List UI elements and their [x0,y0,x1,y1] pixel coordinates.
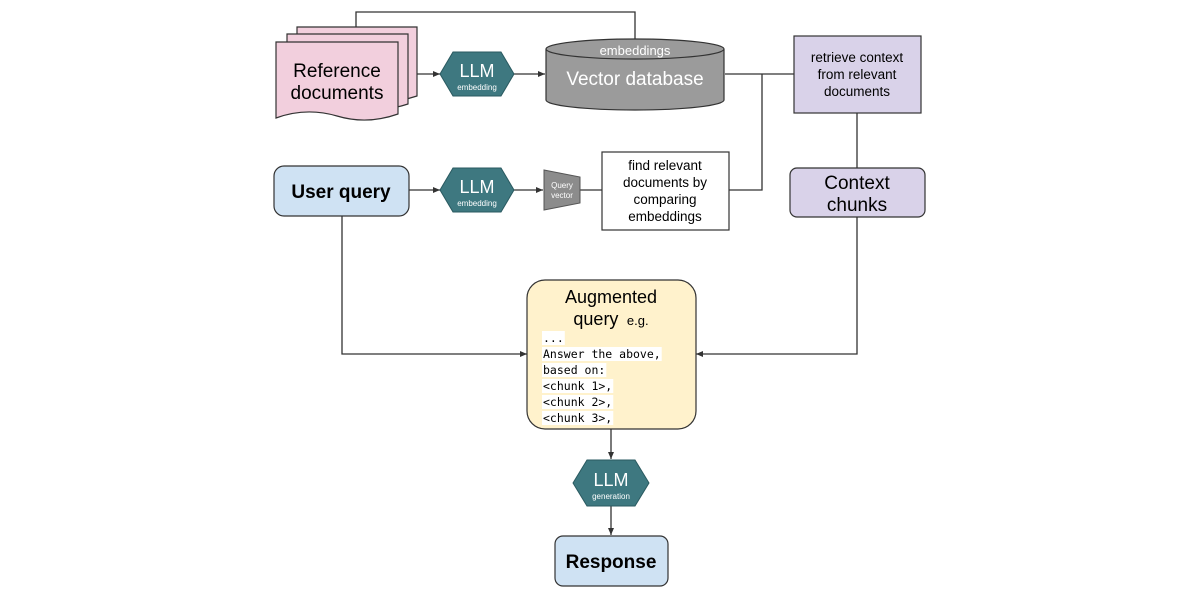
find-relevant-line4: embeddings [628,209,702,224]
query-vector-shape [543,169,581,211]
reference-documents-line2: documents [291,83,384,104]
retrieve-context-box [793,35,922,114]
llm-hexagon-generation [572,459,650,507]
response-label: Response [566,552,657,573]
context-chunks-line1: Context [824,173,890,194]
code-line: <chunk 2>, [543,395,612,409]
code-line: Answer the above, [543,347,661,361]
document-sheet-front [275,41,399,121]
llm-embedding-top: LLM embedding [439,51,515,97]
llm-embedding-mid: LLM embedding [439,167,515,213]
context-chunks: Context chunks [789,167,926,218]
code-line: ... [543,331,564,345]
code-line: based on: [543,363,605,377]
query-vector-line1: Query [551,181,573,190]
code-line-highlight [542,347,662,361]
user-query-label: User query [291,182,391,203]
retrieve-context-line3: documents [824,84,890,99]
response-box [554,535,669,587]
find-relevant-line3: comparing [633,192,696,207]
llm-subtitle-generation: generation [592,492,630,501]
retrieve-context-line1: retrieve context [811,50,904,65]
llm-generation: LLM generation [572,459,650,507]
connectors [341,11,858,535]
llm-title-mid: LLM [459,177,494,197]
code-line-highlight [542,395,614,409]
connector-reference-to-database-top [355,11,636,40]
user-query-box [273,165,410,217]
find-relevant-line2: documents by [623,175,707,190]
database-body [545,49,725,111]
vector-database: embeddings Vector database [545,38,725,111]
query-vector-line2: vector [551,191,573,200]
augmented-query-title-suffix: e.g. [627,313,649,328]
context-chunks-line2: chunks [827,195,887,216]
code-line: <chunk 3>, [543,411,612,425]
augmented-query-title-word: query [573,309,618,329]
augmented-query-title-line1: Augmented [565,287,657,307]
connector-chunks-to-augmented [696,217,858,357]
reference-documents: Reference documents [275,26,418,121]
database-top-label: embeddings [600,43,671,58]
llm-title-top: LLM [459,61,494,81]
retrieve-context-line2: from relevant [818,67,897,82]
database-top [545,38,725,60]
reference-documents-line1: Reference [293,61,381,82]
find-relevant-line1: find relevant [628,158,702,173]
connector-user-query-to-augmented [341,216,527,357]
augmented-query-code: ... Answer the above, based on: <chunk 1>, <… [542,331,662,425]
llm-subtitle-mid: embedding [457,199,497,208]
code-line-highlight [542,331,565,345]
user-query: User query [273,165,410,217]
response: Response [554,535,669,587]
code-line-highlight [542,379,614,393]
augmented-query-title-line2: query e.g. [573,309,648,329]
llm-hexagon-top [439,51,515,97]
database-label: Vector database [566,69,703,90]
find-relevant: find relevant documents by comparing emb… [601,151,730,231]
retrieve-context: retrieve context from relevant documents [793,35,922,114]
code-line-highlight [542,411,614,425]
llm-title-generation: LLM [593,470,628,490]
code-line-highlight [542,363,607,377]
connector-database-to-find-relevant [729,74,763,191]
augmented-query: Augmented query e.g. ... Answer the above… [526,279,697,430]
context-chunks-box [789,167,926,218]
code-line: <chunk 1>, [543,379,612,393]
llm-hexagon-mid [439,167,515,213]
query-vector: Query vector [543,169,581,211]
find-relevant-box [601,151,730,231]
llm-subtitle-top: embedding [457,83,497,92]
